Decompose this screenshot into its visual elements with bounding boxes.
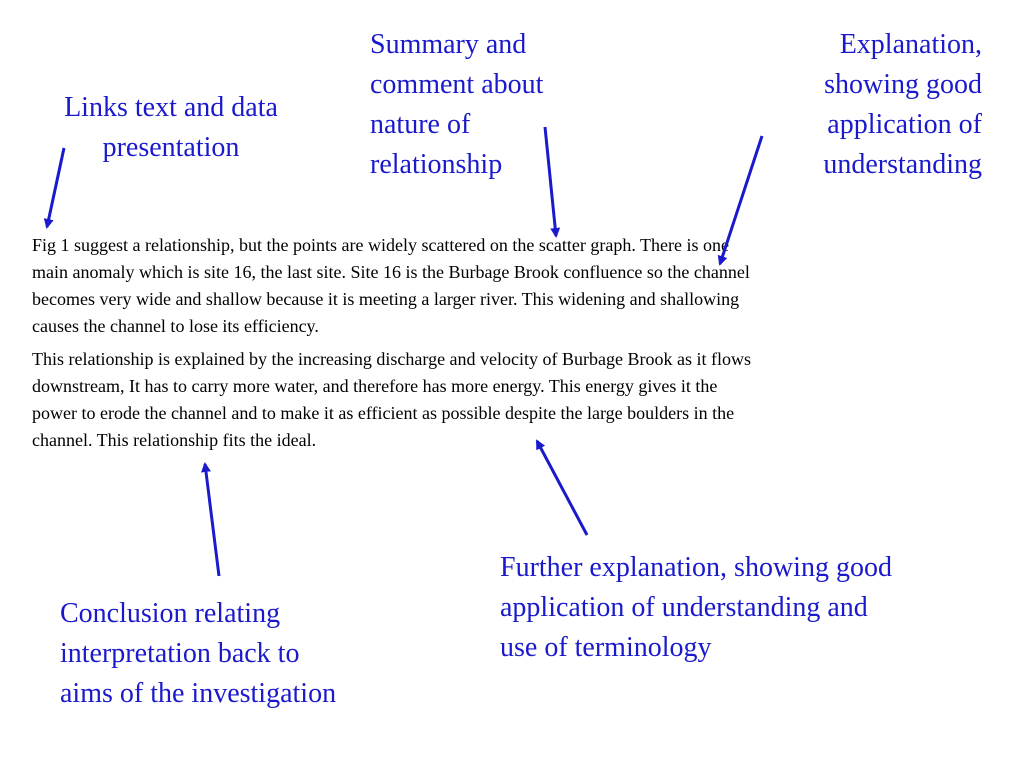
paragraph-line: becomes very wide and shallow because it… [32, 289, 740, 309]
annotation-links-text-and-data: Links text and data presentation [30, 88, 312, 168]
annotation-line: use of terminology [500, 632, 712, 663]
arrow-conclusion [201, 462, 221, 577]
annotation-line: comment about [370, 69, 544, 100]
annotation-line: Further explanation, showing good [500, 552, 892, 583]
annotation-line: showing good [824, 69, 982, 100]
annotation-line: interpretation back to [60, 638, 300, 669]
paragraph-line: downstream, It has to carry more water, … [32, 376, 718, 396]
paragraph-line: channel. This relationship fits the idea… [32, 430, 317, 450]
arrow-summary [543, 126, 561, 238]
paragraph-line: This relationship is explained by the in… [32, 349, 751, 369]
annotation-line: application of [827, 109, 982, 140]
annotation-line: Summary and [370, 29, 527, 60]
paragraph-line: main anomaly which is site 16, the last … [32, 262, 750, 282]
annotation-line: presentation [102, 132, 240, 163]
annotation-summary-and-comment: Summary and comment about nature of rela… [370, 25, 543, 185]
annotation-line: understanding [823, 149, 982, 180]
paragraph-line: causes the channel to lose its efficienc… [32, 316, 319, 336]
annotation-line: relationship [370, 149, 503, 180]
annotation-line: aims of the investigation [60, 678, 337, 709]
paragraph-1: Fig 1 suggest a relationship, but the po… [32, 232, 992, 340]
annotation-line: application of understanding and [500, 592, 868, 623]
annotation-line: nature of [370, 109, 471, 140]
paragraph-line: Fig 1 suggest a relationship, but the po… [32, 235, 729, 255]
annotation-explanation: Explanation, showing good application of… [740, 25, 982, 185]
paragraph-2: This relationship is explained by the in… [32, 346, 992, 454]
annotation-line: Links text and data [64, 92, 278, 123]
paragraph-line: power to erode the channel and to make i… [32, 403, 735, 423]
annotation-further-explanation: Further explanation, showing good applic… [500, 548, 892, 668]
annotation-conclusion: Conclusion relating interpretation back … [60, 594, 336, 714]
body-text: Fig 1 suggest a relationship, but the po… [32, 232, 992, 460]
annotation-line: Explanation, [839, 29, 982, 60]
annotation-line: Conclusion relating [60, 598, 281, 629]
